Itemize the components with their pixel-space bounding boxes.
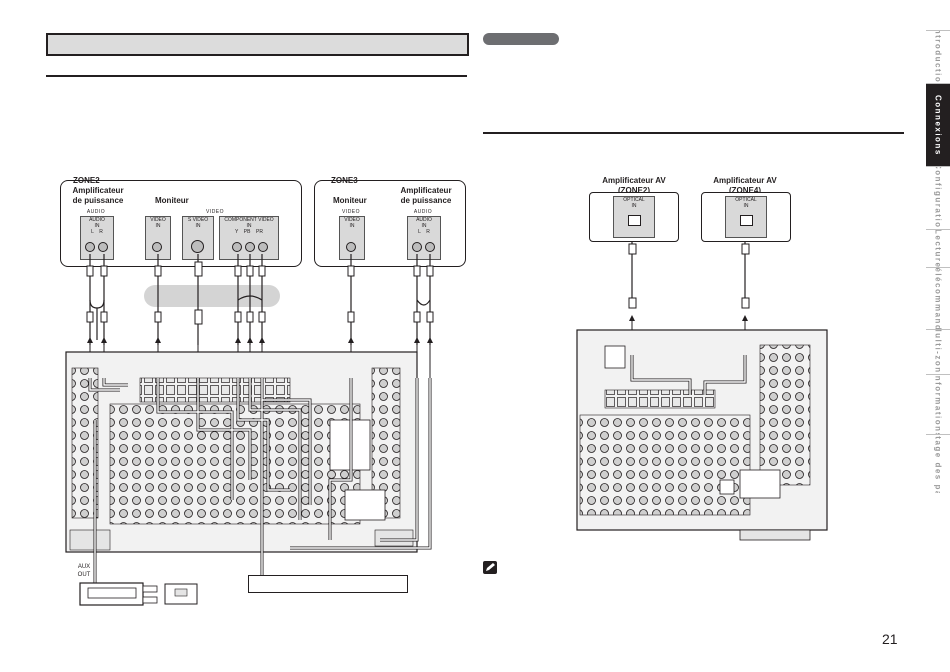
tab-telecommande[interactable]: Télécommande (926, 267, 950, 330)
optical-jack-zone2 (627, 215, 641, 226)
zone2-audio-panel: AUDIO IN L R (80, 216, 114, 260)
optical-jack-zone4 (739, 215, 753, 226)
note-box (248, 575, 408, 593)
zone2-comp-pb-jack (245, 242, 255, 252)
zone2-title: ZONE2 (73, 176, 100, 185)
tab-introduction[interactable]: Introduction (926, 30, 950, 84)
receiver-rear-right (576, 329, 828, 541)
page-number: 21 (882, 631, 898, 647)
amp-zone4-label: Amplificateur AV (ZONE4) (713, 176, 777, 195)
zone3-audio-panel: AUDIO IN L R (407, 216, 441, 260)
zone2-video-group: VIDEO (205, 209, 225, 215)
zone2-comp-pr-jack (258, 242, 268, 252)
zone3-video-group: VIDEO (341, 209, 361, 215)
zone2-video-panel: VIDEO IN (145, 216, 171, 260)
zone2-video-jack (152, 242, 162, 252)
amp-zone4-panel: OPTICAL IN (725, 196, 767, 238)
zone3-title: ZONE3 (331, 176, 358, 185)
zone3-monitor-label: Moniteur (333, 196, 367, 205)
tab-configuration[interactable]: Configuration (926, 166, 950, 230)
cable-band (144, 285, 280, 307)
tab-lecture[interactable]: Lecture (926, 229, 950, 268)
tab-informations[interactable]: Informations (926, 374, 950, 435)
external-device (79, 582, 198, 606)
tab-connexions[interactable]: Connexions (926, 83, 950, 167)
tab-depistage[interactable]: Dépistage des pannes (926, 434, 950, 493)
zone2-audio-r-jack (98, 242, 108, 252)
amp-zone2-panel: OPTICAL IN (613, 196, 655, 238)
zone2-svideo-jack (191, 240, 204, 253)
zone2-component-panel: COMPONENT VIDEO IN Y PB PR (219, 216, 279, 260)
zone3-amp-label: Amplificateur de puissance (400, 186, 452, 205)
zone2-comp-y-jack (232, 242, 242, 252)
zone3-video-jack (346, 242, 356, 252)
zone3-audio-r-jack (425, 242, 435, 252)
zone3-video-panel: VIDEO IN (339, 216, 365, 260)
aux-out-label: AUX OUT (77, 564, 91, 578)
zone3-audio-l-jack (412, 242, 422, 252)
tab-multi-zone[interactable]: Multi-zone (926, 329, 950, 375)
receiver-rear-left (65, 351, 418, 553)
zone2-audio-l-jack (85, 242, 95, 252)
zone3-audio-group: AUDIO (413, 209, 433, 215)
side-tabs: Introduction Connexions Configuration Le… (926, 30, 950, 493)
amp-zone2-label: Amplificateur AV (ZONE2) (602, 176, 666, 195)
section-pill (483, 33, 559, 45)
section-title-box (46, 33, 469, 56)
left-rule (46, 75, 467, 77)
pencil-icon (483, 561, 497, 574)
right-rule (483, 132, 904, 134)
zone2-monitor-label: Moniteur (155, 196, 189, 205)
zone2-amp-label: Amplificateur de puissance (72, 186, 124, 205)
zone2-audio-group: AUDIO (86, 209, 106, 215)
